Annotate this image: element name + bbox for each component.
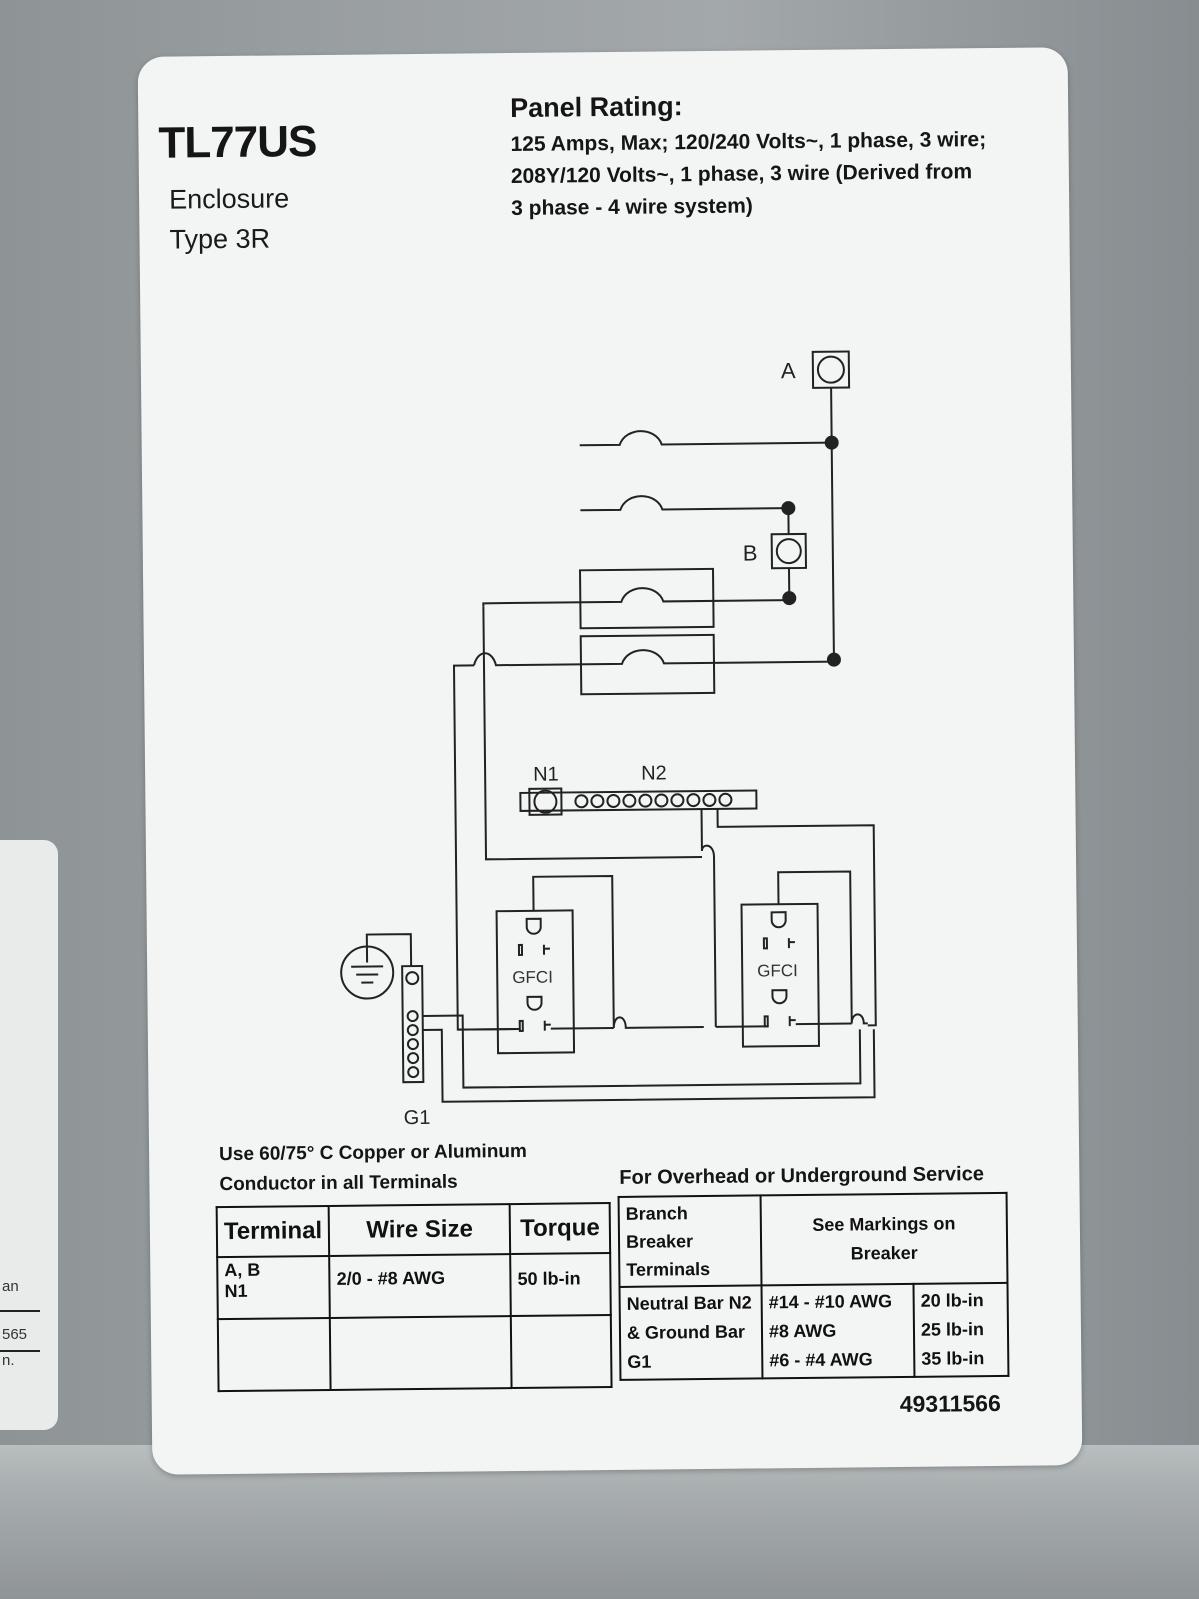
table-cell: Branch Breaker Terminals [618,1195,762,1287]
table-cell: Neutral Bar N2 & Ground Bar G1 [619,1285,763,1380]
branch-label: Terminals [626,1258,711,1280]
torque-value: 25 lb-in [920,1319,985,1340]
bar-label: & Ground Bar [626,1321,746,1343]
table-cell: 2/0 - #8 AWG [329,1254,511,1318]
bus-a [830,387,835,658]
table-cell [510,1315,612,1389]
load-wire [482,606,703,861]
ground-wire [365,933,413,967]
table-header: Torque [509,1203,611,1255]
sticker-text: 565 [2,1326,28,1343]
breaker-line [580,495,789,512]
bar-label: Neutral Bar N2 [626,1292,752,1314]
neutral-wire [716,808,877,1027]
torque-value: 35 lb-in [921,1348,985,1369]
branch-value: See Markings on [812,1213,956,1235]
table-cell: #14 - #10 AWG #8 AWG #6 - #4 AWG [761,1283,915,1379]
gfci-right-label: GFCI [757,961,798,980]
line-wire [777,870,868,1025]
table-cell [330,1316,512,1390]
table-cell: A, B N1 [217,1255,331,1320]
sticker-text: an [2,1278,19,1295]
load-wire [457,1026,614,1031]
ground-wire [422,1028,876,1103]
ground-bar [401,964,425,1084]
service-heading: For Overhead or Underground Service [619,1163,984,1189]
conductor-note: Conductor in all Terminals [219,1171,458,1196]
neutral-wire [700,809,717,1027]
terminal-value: N1 [224,1280,248,1302]
wire-size: #6 - #4 AWG [769,1349,873,1371]
terminal-a-label: A [781,358,796,383]
bar-label: G1 [627,1351,652,1372]
junction-dot [782,591,797,606]
ground-symbol-icon [340,945,395,1000]
table-cell: See Markings on Breaker [760,1192,1008,1286]
branch-value: Breaker [850,1242,918,1264]
breaker-line [579,430,832,447]
n2-label: N2 [641,762,667,784]
sticker-rule [0,1350,40,1352]
adjacent-sticker: an 565 n. [0,840,58,1430]
ground-wire [422,1014,862,1089]
load-wire [715,1022,852,1028]
neutral-bar [519,787,758,816]
junction-dot [826,652,841,667]
gfci-breaker [578,567,715,630]
junction-dot [824,435,839,450]
terminal-b [770,532,807,570]
torque-value: 20 lb-in [920,1290,984,1311]
table-header: Terminal [216,1205,330,1258]
part-number: 49311566 [899,1389,1001,1418]
sticker-text: n. [2,1352,15,1369]
terminal-a [811,350,851,389]
terminal-table: Terminal Wire Size Torque A, B N1 2/0 - … [216,1202,613,1392]
table-cell [217,1317,331,1392]
g1-label: G1 [404,1107,431,1129]
table-cell: 20 lb-in 25 lb-in 35 lb-in [913,1282,1009,1377]
terminal-b-label: B [743,540,758,565]
table-cell: 50 lb-in [510,1253,611,1317]
wire-size: #14 - #10 AWG [768,1291,893,1313]
gfci-left-label: GFCI [512,968,553,987]
table-header: Wire Size [328,1204,511,1256]
panel-label: TL77US Enclosure Type 3R Panel Rating: 1… [137,47,1083,1475]
terminal-value: A, B [224,1259,261,1281]
n1-label: N1 [533,764,559,786]
branch-label: Breaker [625,1231,694,1252]
branch-label: Branch [625,1203,688,1224]
breaker-line [473,649,834,667]
service-table: Branch Breaker Terminals See Markings on… [618,1192,1010,1381]
line-wire [532,874,704,1029]
conductor-note: Use 60/75° C Copper or Aluminum [218,1140,527,1166]
wiring-diagram: A B [340,350,877,1129]
sticker-rule [0,1310,40,1312]
wire-size: #8 AWG [768,1320,837,1342]
breaker-line [482,587,790,607]
